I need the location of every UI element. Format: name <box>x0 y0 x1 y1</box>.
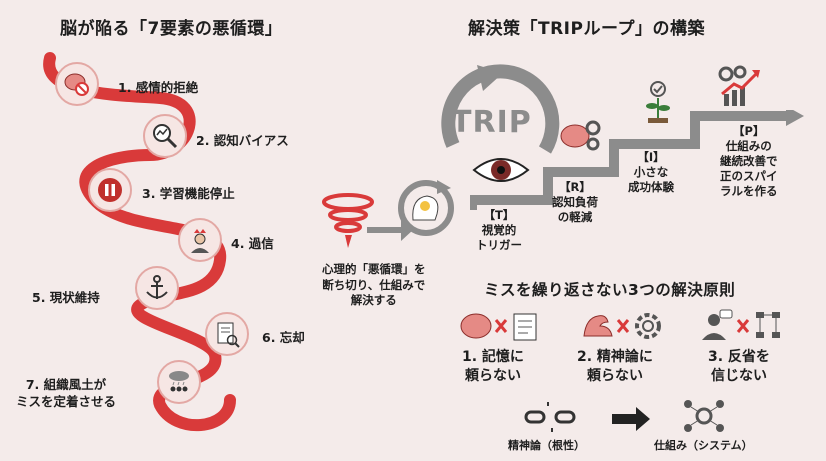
bottom-label-right: 仕組み（システム） <box>654 439 753 452</box>
step-p-text: 仕組みの 継続改善で 正のスパイ ラルを作る <box>720 138 778 198</box>
idea-head-cycle-icon <box>398 180 454 236</box>
document-search-icon <box>205 312 249 356</box>
muscle-x-gear-icon <box>583 313 661 339</box>
trip-loop-text: TRIP <box>451 105 532 140</box>
item-label-1: 1. 感情的拒絶 <box>118 80 199 95</box>
item-label-3: 3. 学習機能停止 <box>142 186 235 201</box>
step-i-tag: 【I】 <box>637 150 665 164</box>
left-title: 脳が陥る「7要素の悪循環」 <box>60 19 283 39</box>
step-i-text: 小さな 成功体験 <box>628 164 674 194</box>
item-label-5: 5. 現状維持 <box>32 290 100 305</box>
crowned-person-icon <box>178 218 222 262</box>
magnifier-graph-icon <box>143 114 187 158</box>
broken-chain-icon <box>524 402 576 432</box>
principle-1: 1. 記憶に 頼らない <box>462 349 524 384</box>
step-p: 【P】 仕組みの 継続改善で 正のスパイ ラルを作る <box>720 124 778 199</box>
pause-icon <box>88 168 132 212</box>
brain-no-icon <box>55 62 99 106</box>
gear-network-icon <box>684 400 724 432</box>
break-arrow-icon <box>367 219 413 241</box>
anchor-icon <box>135 266 179 310</box>
brain-x-memo-icon <box>460 313 537 341</box>
step-r-text: 認知負荷 の軽減 <box>552 194 598 224</box>
item-label-4: 4. 過信 <box>231 236 274 251</box>
trip-loop-arrow <box>441 64 560 154</box>
gear-growth-chart-icon <box>718 65 760 106</box>
step-r-tag: 【R】 <box>559 180 591 194</box>
person-x-flowchart-icon <box>702 309 780 340</box>
principle-3: 3. 反省を 信じない <box>708 349 770 384</box>
item-label-7: 7. 組織風土が ミスを定着させる <box>16 377 117 409</box>
step-i: 【I】 小さな 成功体験 <box>628 150 674 195</box>
vortex-funnel-icon <box>322 193 374 248</box>
step-p-tag: 【P】 <box>733 124 765 138</box>
bottom-label-left: 精神論（根性） <box>508 439 585 452</box>
step-r: 【R】 認知負荷 の軽減 <box>552 180 598 225</box>
principle-2: 2. 精神論に 頼らない <box>577 349 653 384</box>
break-caption: 心理的「悪循環」を 断ち切り、仕組みで 解決する <box>322 262 426 308</box>
cloud-people-icon <box>157 360 201 404</box>
sprout-check-icon <box>646 81 670 123</box>
staircase-steps <box>470 110 804 210</box>
right-title: 解決策「TRIPループ」の構築 <box>468 19 705 39</box>
arrow-right-icon <box>612 407 650 431</box>
brain-gear-icon <box>560 120 601 151</box>
step-t: 【T】 視覚的 トリガー <box>476 208 522 253</box>
principles-title: ミスを繰り返さない3つの解決原則 <box>484 281 736 299</box>
item-label-2: 2. 認知バイアス <box>196 133 289 148</box>
step-t-tag: 【T】 <box>483 208 515 222</box>
item-label-6: 6. 忘却 <box>262 330 305 345</box>
eye-icon <box>472 158 530 182</box>
step-t-text: 視覚的 トリガー <box>476 222 522 252</box>
